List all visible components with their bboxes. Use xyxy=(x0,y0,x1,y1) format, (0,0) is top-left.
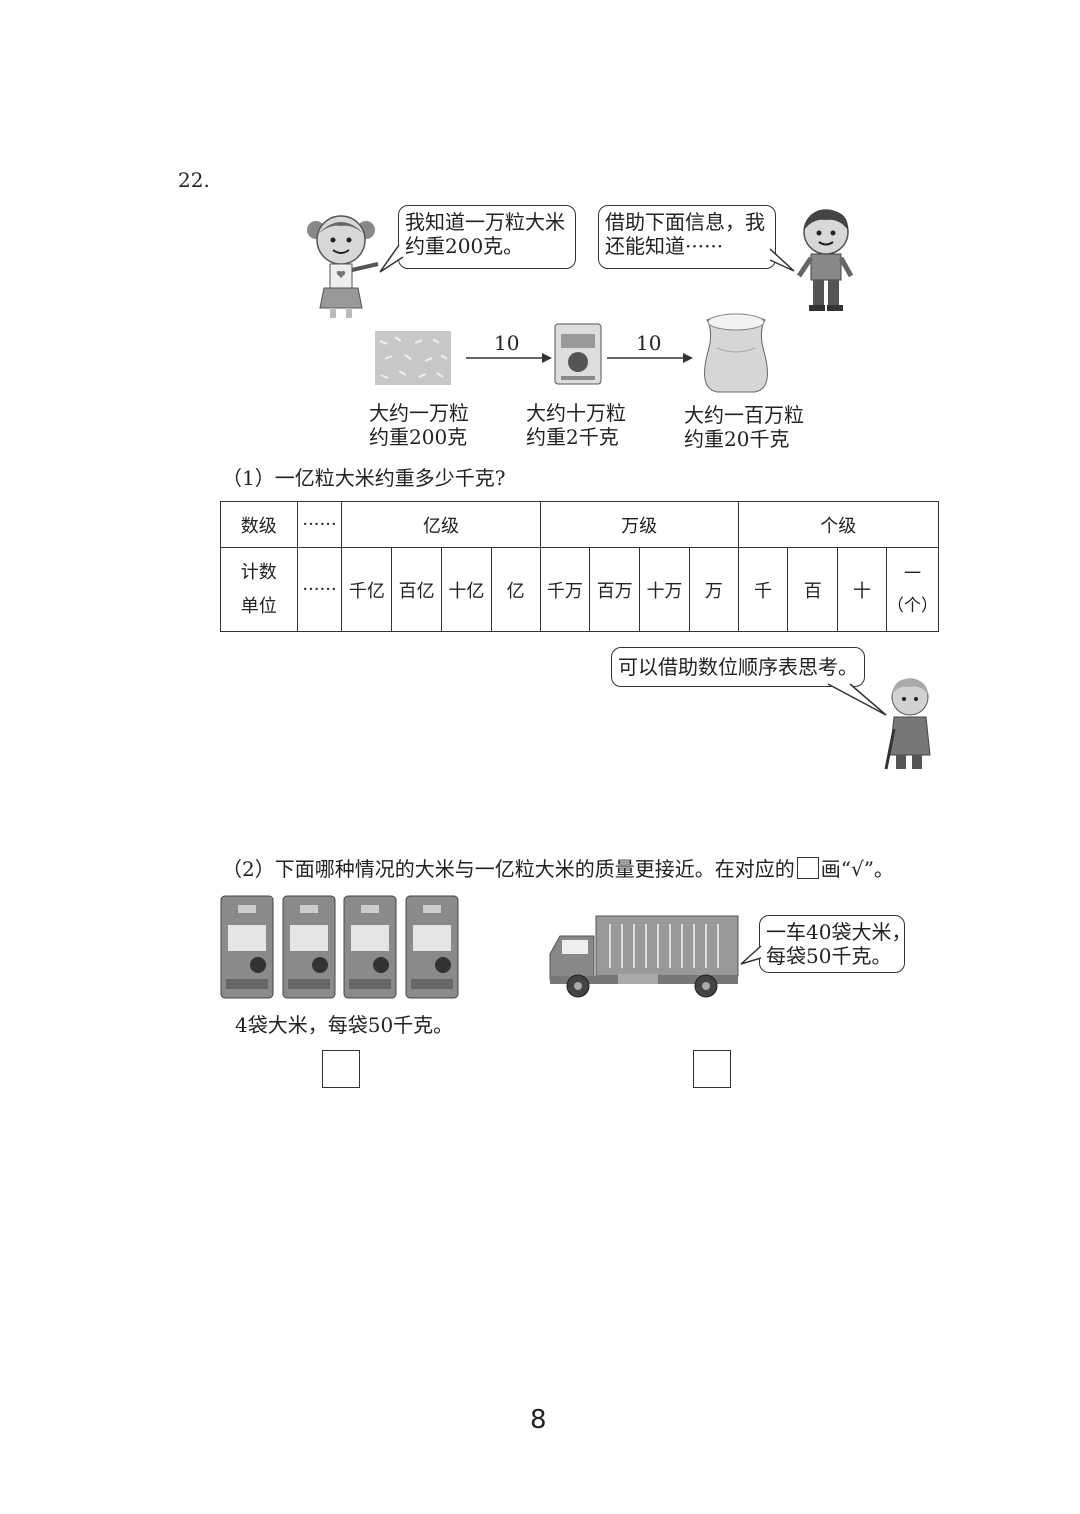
arrow-label-1: 10 xyxy=(494,331,520,355)
levels-ellipsis-cell: ······ xyxy=(296,501,343,548)
arrow-label-2: 10 xyxy=(636,331,662,355)
unit-cell: 百 xyxy=(787,547,839,632)
page-number: 8 xyxy=(530,1405,547,1435)
option-a-checkbox[interactable] xyxy=(322,1050,360,1088)
rice-sack-image xyxy=(704,313,768,393)
unit-cell-last: 一 （个） xyxy=(885,547,940,632)
unit-cell: 万 xyxy=(688,547,739,632)
checkbox-symbol-icon xyxy=(796,857,819,879)
units-header-line1: 计数 xyxy=(240,561,277,583)
boy-illustration xyxy=(796,209,854,311)
truck-bubble-tail xyxy=(740,945,762,965)
unit-cell: 千 xyxy=(737,547,789,632)
girl-speech-bubble: 我知道一万粒大米 约重200克。 xyxy=(398,205,576,269)
truck-bubble-line1: 一车40袋大米， xyxy=(766,920,912,944)
arrow-2 xyxy=(607,353,693,363)
unit-cell: 十亿 xyxy=(441,547,492,632)
table-row-levels: 数级 ······ 亿级 万级 个级 xyxy=(220,501,940,548)
rice-bag-image xyxy=(343,895,397,999)
rice-bag-image xyxy=(282,895,336,999)
rice-bag-image xyxy=(554,323,602,385)
question-2-text-end: 画“√”。 xyxy=(820,857,894,881)
grandpa-bubble-tail xyxy=(827,683,887,716)
place-value-table: 数级 ······ 亿级 万级 个级 计数 单位 ······ 千亿 百亿 十亿… xyxy=(220,501,940,632)
boy-bubble-tail xyxy=(769,248,795,272)
unit-cell: 亿 xyxy=(490,547,541,632)
unit-cell: 千万 xyxy=(539,547,591,632)
units-ellipsis-cell: ······ xyxy=(296,547,343,632)
boy-bubble-line1: 借助下面信息，我 xyxy=(605,210,765,234)
option-a-caption: 4袋大米，每袋50千克。 xyxy=(235,1013,454,1037)
unit-cell: 百亿 xyxy=(391,547,443,632)
units-header-line2: 单位 xyxy=(240,595,277,617)
rice-step-2-line2: 约重2千克 xyxy=(526,425,619,449)
rice-step-2: 大约十万粒 约重2千克 xyxy=(526,401,626,449)
rice-bag-image xyxy=(220,895,274,999)
level-wan-cell: 万级 xyxy=(539,501,739,548)
arrow-1 xyxy=(466,353,552,363)
rice-step-2-line1: 大约十万粒 xyxy=(526,401,626,425)
unit-cell: 十 xyxy=(837,547,887,632)
level-ge-cell: 个级 xyxy=(737,501,940,548)
level-yi-cell: 亿级 xyxy=(341,501,541,548)
truck-image xyxy=(549,915,739,998)
grandpa-illustration xyxy=(884,678,931,770)
unit-cell: 十万 xyxy=(639,547,690,632)
truck-speech-bubble: 一车40袋大米， 每袋50千克。 xyxy=(759,915,912,973)
rice-grains-image xyxy=(375,331,451,385)
question-2: （2）下面哪种情况的大米与一亿粒大米的质量更接近。在对应的 画“√”。 xyxy=(222,857,894,881)
rice-bag-image xyxy=(405,895,459,999)
levels-header-cell: 数级 xyxy=(220,501,298,548)
units-header-cell: 计数 单位 xyxy=(220,547,298,632)
rice-bags-group xyxy=(220,895,460,999)
table-row-units: 计数 单位 ······ 千亿 百亿 十亿 亿 千万 百万 十万 万 千 百 十… xyxy=(220,547,940,632)
problem-number: 22. xyxy=(178,168,210,192)
girl-bubble-line2: 约重200克。 xyxy=(405,234,524,258)
girl-illustration xyxy=(307,215,379,318)
grandpa-bubble-text: 可以借助数位顺序表思考。 xyxy=(618,655,858,679)
girl-bubble-tail xyxy=(379,244,404,273)
boy-speech-bubble: 借助下面信息，我 还能知道······ xyxy=(598,205,776,269)
truck-bubble-line2: 每袋50千克。 xyxy=(766,944,892,968)
rice-step-1: 大约一万粒 约重200克 xyxy=(369,401,469,449)
unit-cell: 千亿 xyxy=(341,547,393,632)
girl-bubble-line1: 我知道一万粒大米 xyxy=(405,210,565,234)
rice-step-3-line2: 约重20千克 xyxy=(684,427,790,451)
option-b-checkbox[interactable] xyxy=(693,1050,731,1088)
boy-bubble-line2: 还能知道······ xyxy=(605,234,724,258)
rice-step-3-line1: 大约一百万粒 xyxy=(684,403,804,427)
rice-step-1-line1: 大约一万粒 xyxy=(369,401,469,425)
question-2-text: （2）下面哪种情况的大米与一亿粒大米的质量更接近。在对应的 xyxy=(222,857,795,881)
unit-last-line1: 一 xyxy=(903,563,921,584)
rice-step-1-line2: 约重200克 xyxy=(369,425,468,449)
grandpa-speech-bubble: 可以借助数位顺序表思考。 xyxy=(611,647,865,687)
unit-last-line2: （个） xyxy=(886,595,938,616)
rice-step-3: 大约一百万粒 约重20千克 xyxy=(684,403,804,451)
unit-cell: 百万 xyxy=(589,547,641,632)
question-1: （1）一亿粒大米约重多少千克? xyxy=(222,466,506,490)
